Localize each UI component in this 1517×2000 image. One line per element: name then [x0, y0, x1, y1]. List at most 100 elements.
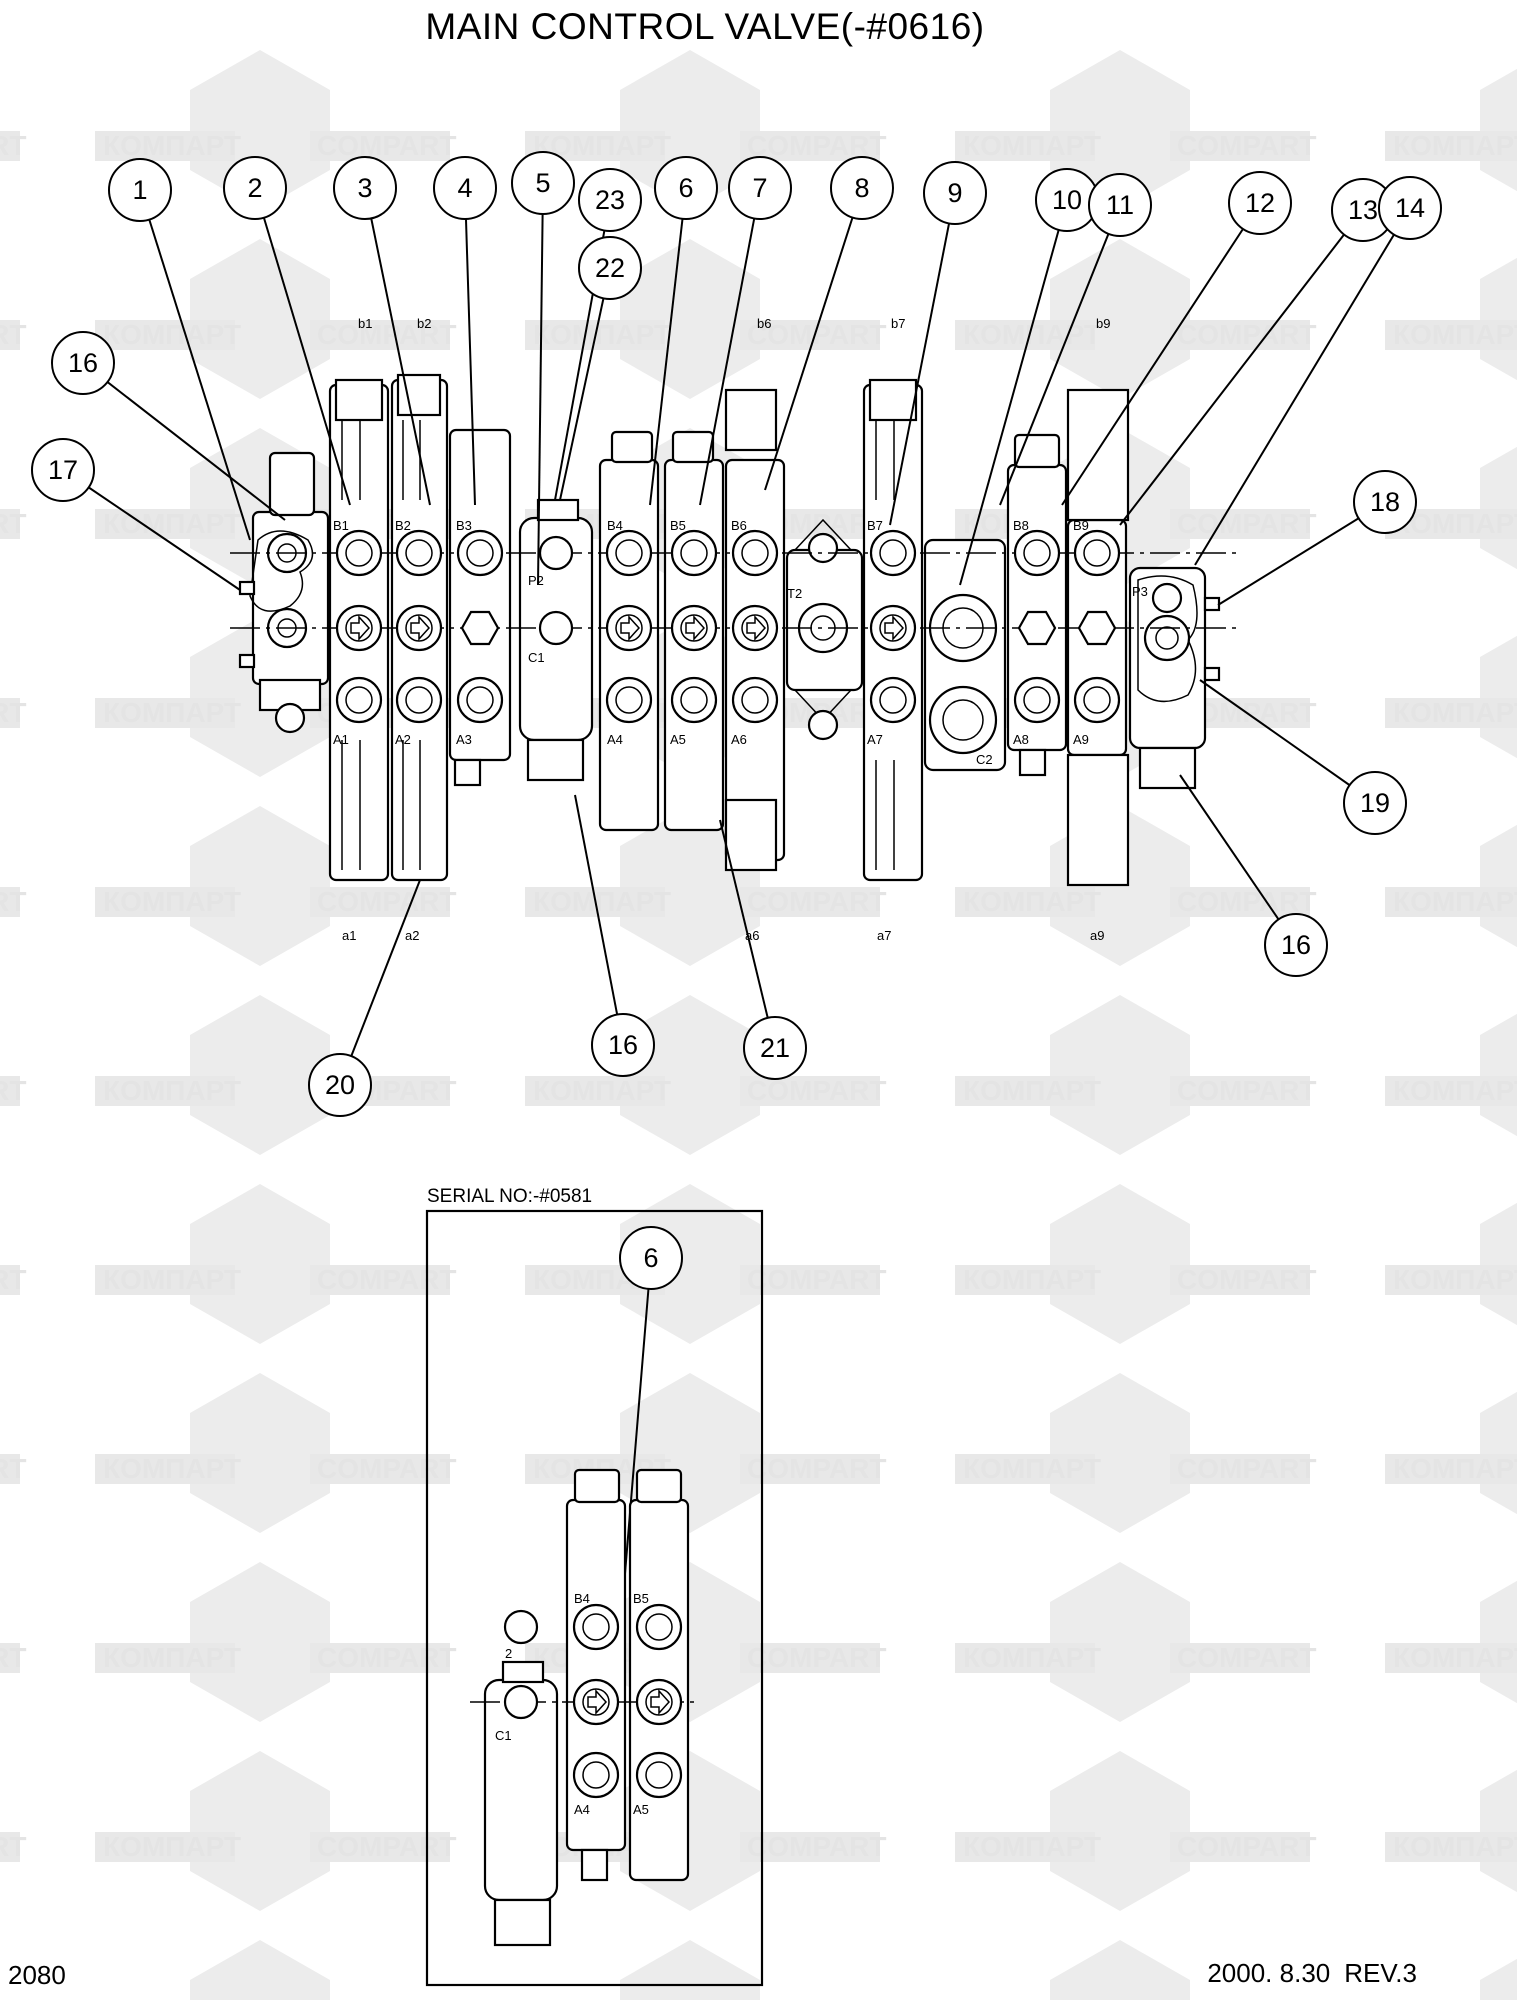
port-ring: [1013, 676, 1061, 724]
inset-port-label: A5: [633, 1802, 649, 1817]
leader-line: [959, 199, 1068, 586]
inset-port-label: C1: [495, 1728, 512, 1743]
watermark-word: COMPART: [0, 319, 26, 350]
watermark-word: COMPART: [747, 130, 886, 161]
watermark-word: КОМПАРТ: [103, 1264, 241, 1295]
watermark-word: КОМПАРТ: [103, 1642, 241, 1673]
port-ring-inner: [879, 614, 907, 642]
watermark-word: КОМПАРТ: [963, 130, 1101, 161]
leader-line: [537, 182, 544, 586]
port-ring-inner: [466, 686, 494, 714]
callout-13: 13: [1331, 178, 1395, 242]
watermark-word: КОМПАРТ: [963, 1831, 1101, 1862]
svg-text:10: 10: [1052, 185, 1082, 215]
port-ring: [605, 676, 653, 724]
callout-8: 8: [830, 156, 894, 220]
flow-arrow: [620, 615, 641, 641]
leader-line: [364, 187, 431, 506]
port-ring-inner: [405, 686, 433, 714]
port-ring-inner: [1023, 686, 1051, 714]
watermark-word: COMPART: [1177, 319, 1316, 350]
port-label-other: C2: [976, 752, 993, 767]
port-label-a: A5: [670, 732, 686, 747]
port-ring: [635, 1603, 683, 1651]
port-ring-inner: [345, 614, 373, 642]
port-label-b: B9: [1073, 518, 1089, 533]
port-label-bottom: a7: [877, 928, 891, 943]
callout-16: 16: [51, 331, 115, 395]
watermark-word: COMPART: [0, 1453, 26, 1484]
revision-label: REV.3: [1344, 1958, 1417, 1988]
svg-text:1: 1: [132, 175, 147, 205]
watermark-word: COMPART: [747, 1075, 886, 1106]
watermark-word: COMPART: [1177, 1642, 1316, 1673]
callout-21: 21: [743, 1016, 807, 1080]
port-ring: [1073, 529, 1121, 577]
port-ring-inner: [345, 539, 373, 567]
svg-text:14: 14: [1395, 193, 1425, 223]
port-label-bottom: a6: [745, 928, 759, 943]
port-ring: [731, 529, 779, 577]
port-label-b: B1: [333, 518, 349, 533]
port-ring: [395, 529, 443, 577]
watermark-word: КОМПАРТ: [1393, 886, 1517, 917]
hex-plug: [460, 610, 500, 646]
callout-7: 7: [728, 156, 792, 220]
svg-text:23: 23: [595, 185, 625, 215]
flow-arrow: [884, 615, 905, 641]
svg-text:18: 18: [1370, 487, 1400, 517]
port-ring-inner: [645, 1688, 673, 1716]
leader-line: [649, 187, 687, 506]
port-ring-inner: [680, 539, 708, 567]
port-ring-inner: [582, 1761, 610, 1789]
watermark-word: КОМПАРТ: [1393, 697, 1517, 728]
leader-line: [764, 187, 863, 491]
port-ring: [538, 610, 574, 646]
watermark-word: КОМПАРТ: [1393, 319, 1517, 350]
port-label-a: A4: [607, 732, 623, 747]
page-title: MAIN CONTROL VALVE(-#0616): [425, 6, 985, 47]
callout-9: 9: [923, 161, 987, 225]
port-ring: [335, 676, 383, 724]
watermark-word: COMPART: [0, 508, 26, 539]
svg-text:9: 9: [947, 178, 962, 208]
port-ring: [503, 1684, 539, 1720]
port-ring: [635, 1751, 683, 1799]
flow-arrow: [650, 1689, 671, 1715]
port-label-a: A6: [731, 732, 747, 747]
leader-line: [1179, 774, 1297, 946]
watermark-word: COMPART: [1177, 886, 1316, 917]
port-label-b: B3: [456, 518, 472, 533]
callout-14: 14: [1378, 176, 1442, 240]
hex-plug: [1077, 610, 1117, 646]
port-ring-inner: [680, 686, 708, 714]
callout-16: 16: [591, 1013, 655, 1077]
callout-16: 16: [1264, 913, 1328, 977]
watermark-word: COMPART: [317, 886, 456, 917]
watermark-word: КОМПАРТ: [1393, 1642, 1517, 1673]
flow-arrow: [685, 615, 706, 641]
svg-text:13: 13: [1348, 195, 1378, 225]
port-ring-inner: [582, 1688, 610, 1716]
watermark-word: COMPART: [1177, 1264, 1316, 1295]
port-ring: [869, 529, 917, 577]
svg-text:6: 6: [678, 173, 693, 203]
inset-frame: [425, 1209, 764, 1987]
watermark-word: КОМПАРТ: [103, 1831, 241, 1862]
watermark-word: КОМПАРТ: [1393, 130, 1517, 161]
port-ring: [605, 529, 653, 577]
port-label-bottom: a1: [342, 928, 356, 943]
port-ring: [635, 1678, 683, 1726]
port-ring: [572, 1678, 620, 1726]
watermark-word: КОМПАРТ: [963, 1075, 1101, 1106]
watermark-word: КОМПАРТ: [103, 697, 241, 728]
